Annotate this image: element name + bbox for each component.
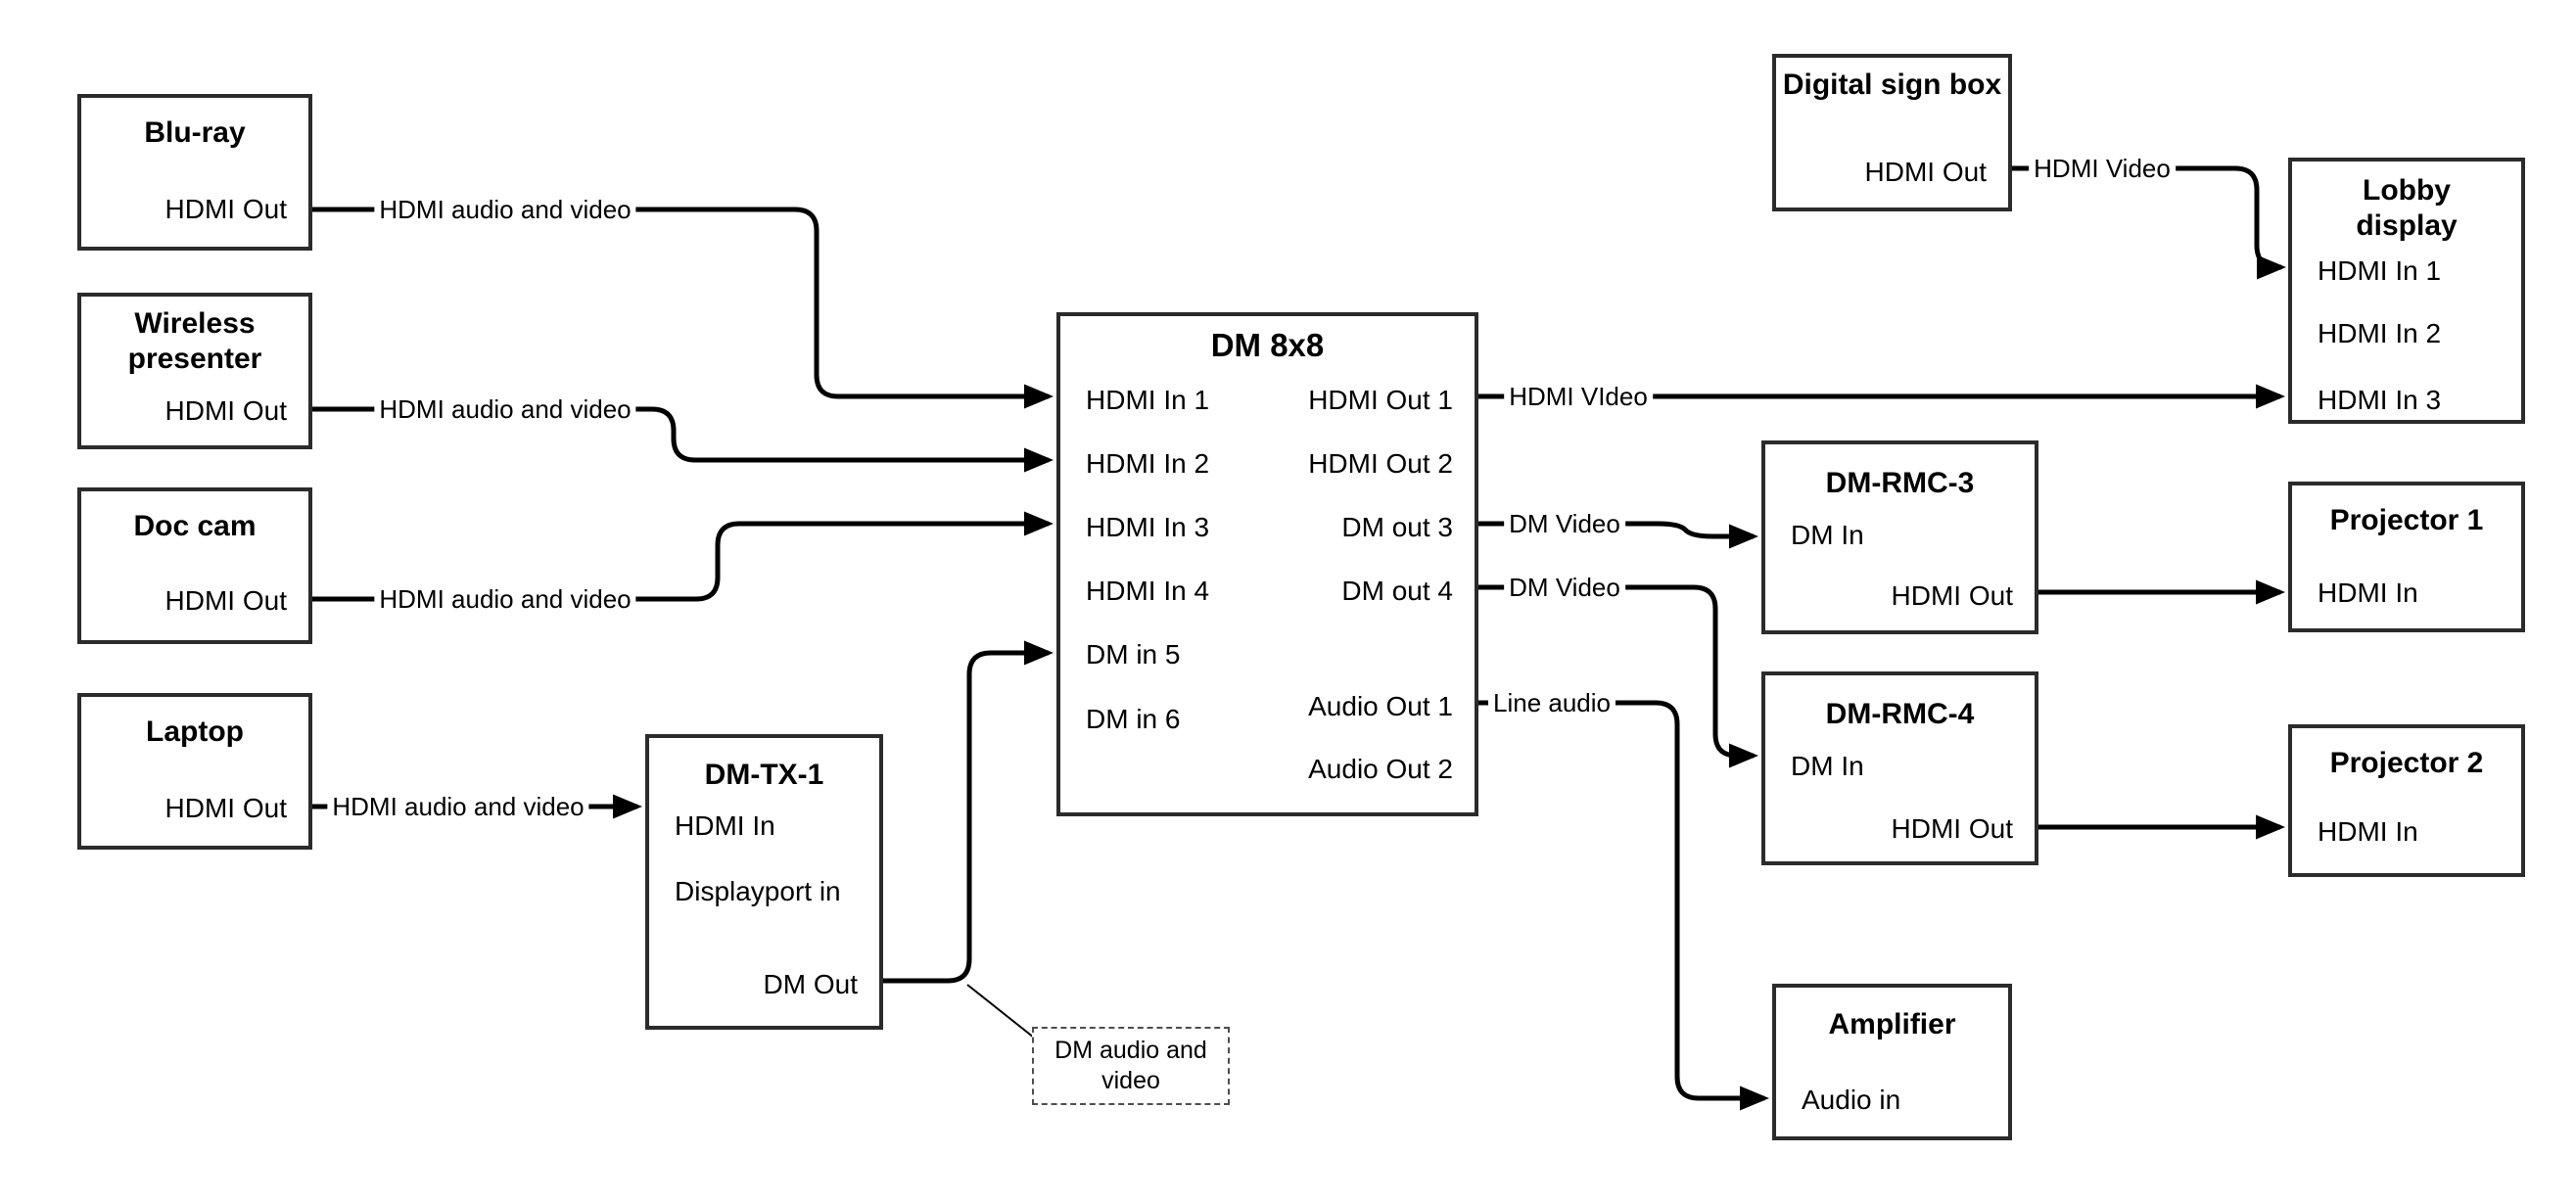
port-dm-out-4: DM out 4 [1341, 576, 1453, 606]
port-dm-in: DM In [1791, 520, 1864, 550]
port-hdmi-in-2: HDMI In 2 [1086, 448, 1210, 479]
node-title: Blu-ray [144, 116, 246, 149]
port-dm-out-3: DM out 3 [1341, 512, 1453, 542]
edge-dm8x8-audio1-to-amplifier [1478, 700, 1769, 1111]
node-title: DM-RMC-4 [1825, 698, 1975, 730]
port-dm-out: DM Out [763, 969, 858, 999]
node-laptop: Laptop HDMI Out [77, 693, 312, 850]
node-digital-sign-box: Digital sign box HDMI Out [1772, 54, 2012, 211]
port-hdmi-in-2: HDMI In 2 [2318, 318, 2442, 348]
edge-label-hdmi-video-out1: HDMI VIdeo [1504, 382, 1653, 411]
port-hdmi-in-1: HDMI In 1 [2318, 255, 2442, 286]
port-audio-in: Audio in [1802, 1085, 1901, 1115]
port-hdmi-out-2: HDMI Out 2 [1308, 448, 1453, 479]
edge-label-line-audio: Line audio [1488, 688, 1616, 717]
port-hdmi-out: HDMI Out [164, 793, 287, 823]
node-title: Projector 1 [2329, 504, 2484, 536]
port-hdmi-out: HDMI Out [1891, 813, 2013, 844]
port-hdmi-out: HDMI Out [164, 194, 287, 224]
port-displayport-in: Displayport in [675, 876, 841, 906]
edge-label-hdmi-video-digitalsign: HDMI Video [2029, 154, 2176, 183]
port-hdmi-out: HDMI Out [1864, 157, 1987, 187]
edge-wireless-to-dm8x8-in2 [312, 406, 1054, 473]
node-title: Doc cam [133, 510, 257, 542]
node-doc-cam: Doc cam HDMI Out [77, 487, 312, 644]
edge-label-hdmi-audio-video-doccam: HDMI audio and video [374, 584, 636, 614]
node-title: Amplifier [1828, 1008, 1956, 1040]
node-title: DM 8x8 [1210, 327, 1325, 363]
node-lobby-display: Lobby display HDMI In 1 HDMI In 2 HDMI I… [2288, 158, 2525, 424]
port-hdmi-in-3: HDMI In 3 [2318, 385, 2442, 415]
node-wireless-presenter: Wireless presenter HDMI Out [77, 293, 312, 449]
port-dm-in: DM In [1791, 751, 1864, 781]
node-bluray: Blu-ray HDMI Out [77, 94, 312, 251]
port-hdmi-in-1: HDMI In 1 [1086, 385, 1210, 415]
node-dm-rmc-3: DM-RMC-3 DM In HDMI Out [1761, 440, 2038, 634]
node-dm-rmc-4: DM-RMC-4 DM In HDMI Out [1761, 671, 2038, 865]
edge-dmtx1-to-dm8x8-in5 [883, 640, 1054, 984]
edge-dm8x8-out4-to-dmrmc4 [1478, 584, 1758, 768]
port-audio-out-1: Audio Out 1 [1308, 691, 1453, 721]
node-title: Lobby display [2356, 174, 2458, 242]
port-audio-out-2: Audio Out 2 [1308, 754, 1453, 784]
port-hdmi-out-1: HDMI Out 1 [1308, 385, 1453, 415]
port-hdmi-in-4: HDMI In 4 [1086, 576, 1210, 606]
edge-label-hdmi-audio-video-wireless: HDMI audio and video [374, 394, 636, 424]
edge-dm8x8-out3-to-dmrmc3 [1478, 521, 1758, 549]
node-title: Projector 2 [2329, 747, 2484, 779]
port-hdmi-in: HDMI In [2318, 577, 2418, 608]
node-title: Laptop [146, 716, 244, 748]
port-hdmi-in: HDMI In [675, 810, 775, 841]
edge-bluray-to-dm8x8-in1 [312, 207, 1054, 409]
port-dm-in-5: DM in 5 [1086, 639, 1181, 670]
node-title: Wireless presenter [127, 307, 262, 375]
note-dm-audio-and-video: DM audio and video [1032, 1027, 1230, 1105]
node-title: Digital sign box [1782, 69, 2002, 101]
node-dm-tx-1: DM-TX-1 HDMI In Displayport in DM Out [645, 734, 883, 1030]
edge-label-hdmi-audio-video-laptop: HDMI audio and video [327, 792, 589, 821]
edge-label-dm-video-out4: DM Video [1504, 573, 1625, 602]
edge-label-hdmi-audio-video-bluray: HDMI audio and video [374, 195, 636, 224]
port-hdmi-in-3: HDMI In 3 [1086, 512, 1210, 542]
port-hdmi-out: HDMI Out [1891, 580, 2013, 611]
node-amplifier: Amplifier Audio in [1772, 984, 2012, 1140]
edge-label-dm-video-out3: DM Video [1504, 509, 1625, 538]
node-title: DM-RMC-3 [1825, 467, 1975, 499]
node-projector-2: Projector 2 HDMI In [2288, 724, 2525, 877]
port-hdmi-in: HDMI In [2318, 816, 2418, 847]
port-hdmi-out: HDMI Out [164, 395, 287, 426]
port-hdmi-out: HDMI Out [164, 585, 287, 616]
port-dm-in-6: DM in 6 [1086, 704, 1181, 734]
node-dm-8x8: DM 8x8 HDMI In 1 HDMI In 2 HDMI In 3 HDM… [1056, 312, 1478, 816]
note-callout-line [966, 984, 1035, 1039]
edge-digitalsign-to-lobby-in1 [2012, 165, 2286, 280]
edge-doccam-to-dm8x8-in3 [312, 511, 1054, 602]
node-projector-1: Projector 1 HDMI In [2288, 482, 2525, 632]
node-title: DM-TX-1 [704, 759, 824, 791]
